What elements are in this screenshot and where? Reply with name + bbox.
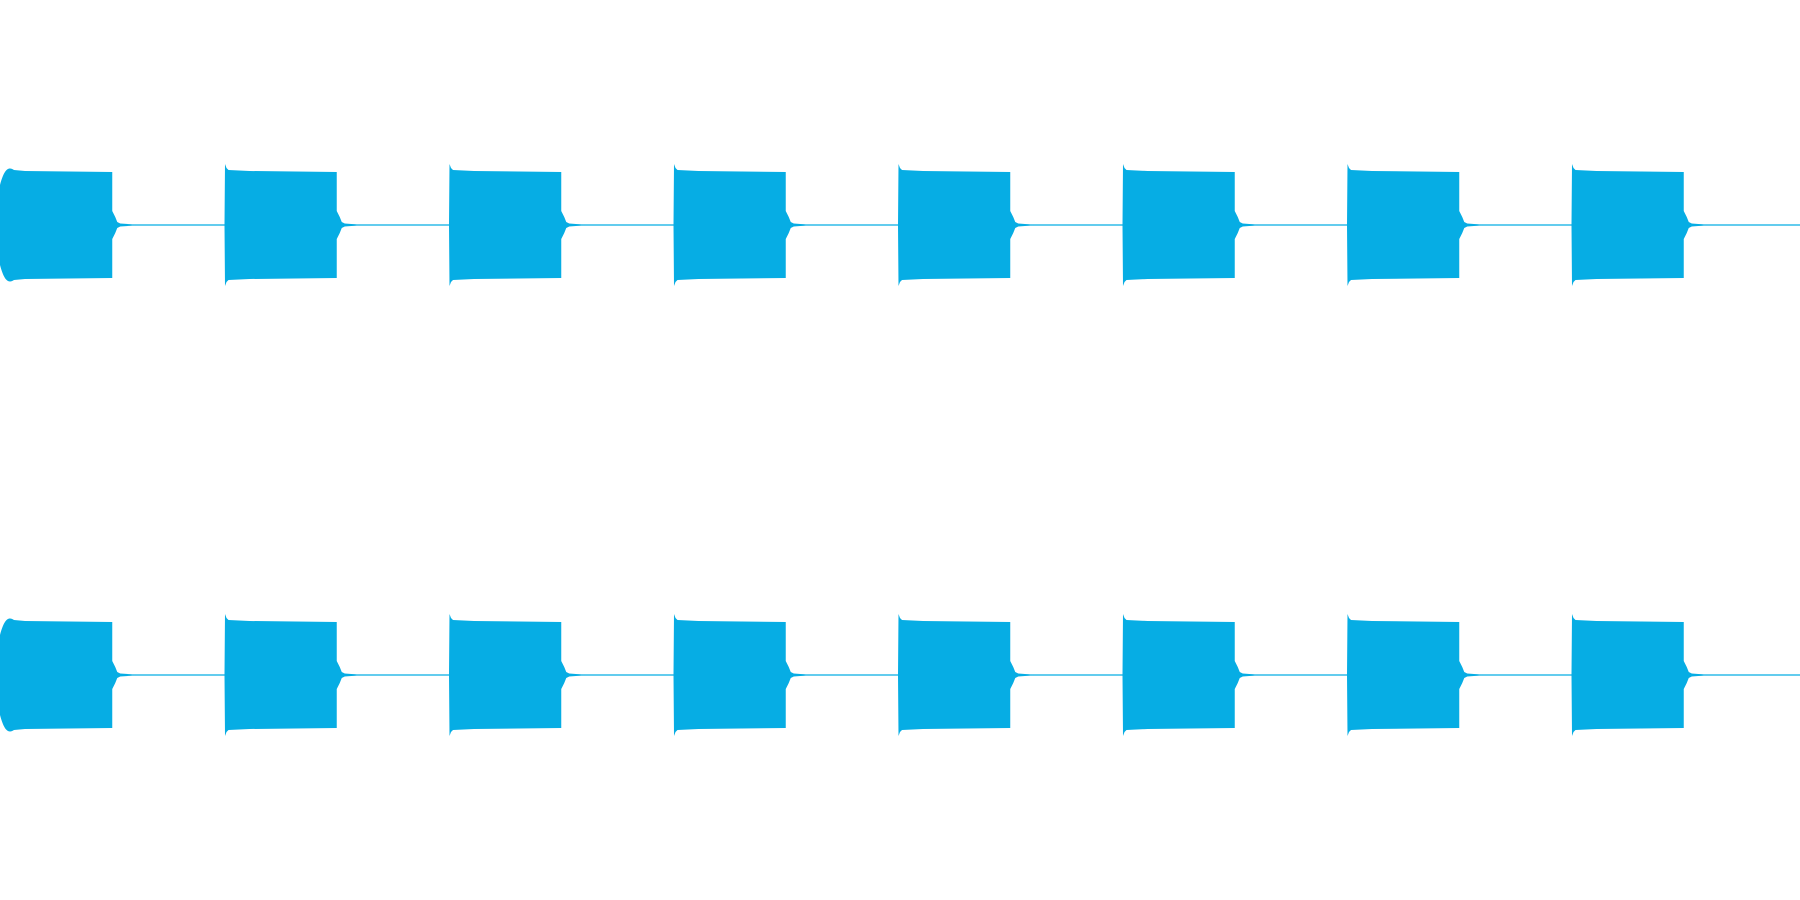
waveform-burst bbox=[1571, 164, 1708, 286]
waveform-burst bbox=[0, 168, 137, 282]
waveform-burst bbox=[1122, 614, 1259, 736]
waveform-burst bbox=[449, 164, 586, 286]
waveform-burst bbox=[673, 164, 810, 286]
waveform-burst bbox=[224, 164, 361, 286]
waveform-channel-left bbox=[0, 164, 1800, 286]
waveform-burst bbox=[1122, 164, 1259, 286]
waveform-burst bbox=[898, 614, 1035, 736]
waveform-burst bbox=[1347, 614, 1484, 736]
waveform-channel-right bbox=[0, 614, 1800, 736]
waveform-burst bbox=[1571, 614, 1708, 736]
waveform-burst bbox=[898, 164, 1035, 286]
waveform-burst bbox=[673, 614, 810, 736]
waveform-burst bbox=[1347, 164, 1484, 286]
waveform-burst bbox=[0, 618, 137, 732]
waveform-burst bbox=[224, 614, 361, 736]
waveform-burst bbox=[449, 614, 586, 736]
